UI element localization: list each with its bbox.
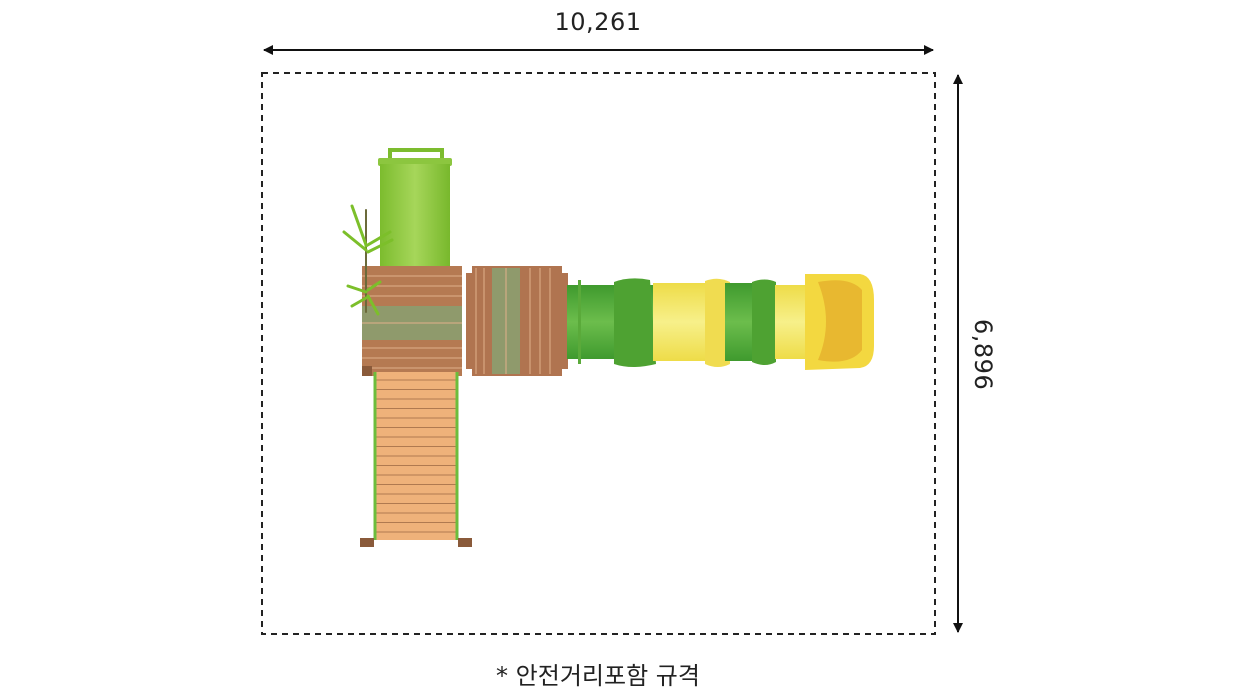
height-dimension-label: 6,896 <box>969 319 997 391</box>
deck-platform-right <box>466 266 568 376</box>
safety-distance-footnote: * 안전거리포함 규격 <box>496 662 700 690</box>
tower-cylinder <box>378 148 452 268</box>
access-ramp <box>360 366 472 547</box>
bamboo-plant-decoration <box>342 204 394 316</box>
tube-slide <box>567 274 874 370</box>
width-dimension-label: 10,261 <box>554 8 642 36</box>
